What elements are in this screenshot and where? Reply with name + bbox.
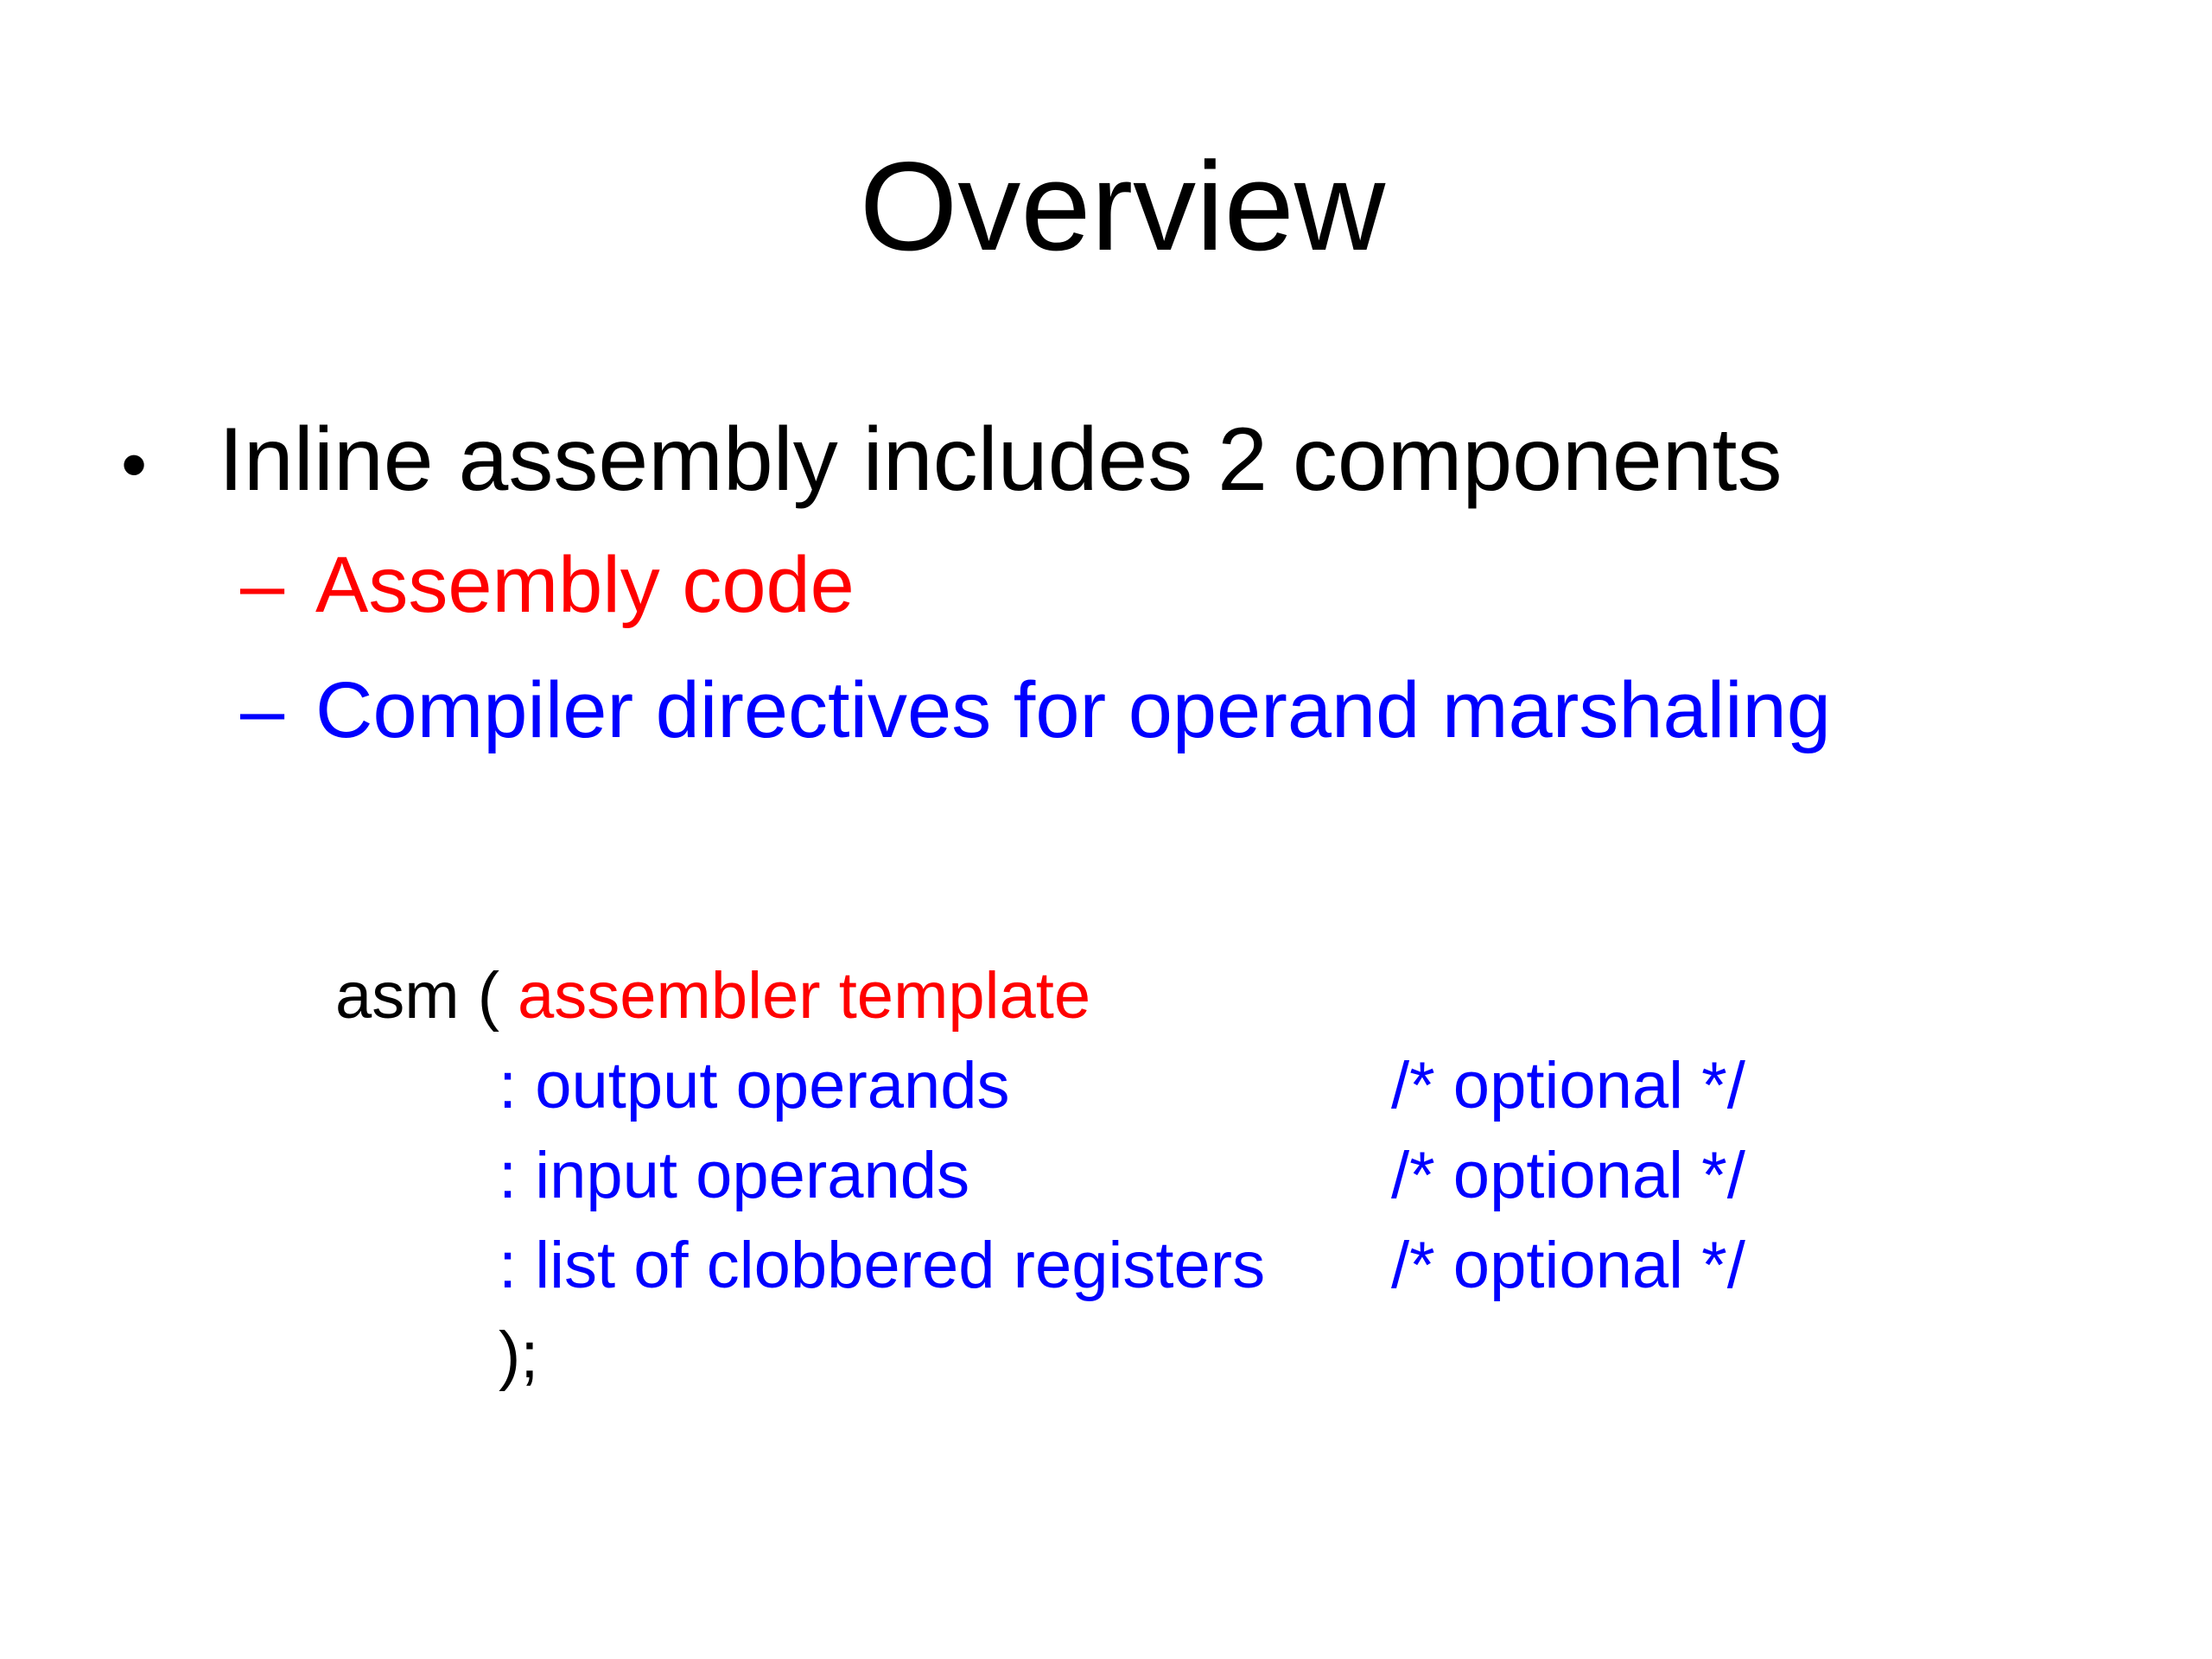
bullet-text: Inline assembly includes 2 components — [219, 410, 1783, 510]
code-line-output-operands: : output operands /* optional */ — [0, 1041, 2212, 1131]
code-line-clobbered-registers: : list of clobbered registers /* optiona… — [0, 1221, 2212, 1311]
param-text: : list of clobbered registers — [499, 1229, 1266, 1302]
bullet-dot-icon: • — [121, 423, 148, 506]
param-text: : output operands — [499, 1049, 1010, 1122]
assembler-template-text: assembler template — [518, 959, 1091, 1033]
slide-title: Overview — [859, 136, 1386, 276]
asm-keyword: asm ( — [335, 959, 499, 1033]
code-line-input-operands: : input operands /* optional */ — [0, 1131, 2212, 1221]
optional-comment: /* optional */ — [1391, 1229, 1745, 1302]
bullet-item: • Inline assembly includes 2 components — [121, 409, 1782, 512]
code-line-closing: ); — [0, 1311, 2212, 1401]
dash-bullet-icon: – — [240, 541, 285, 629]
asm-code-block: asm ( assembler template : output operand… — [0, 951, 2212, 1401]
sub-bullet-compiler-directives: –Compiler directives for operand marshal… — [240, 665, 1831, 756]
sub-bullet-text: Compiler directives for operand marshali… — [315, 666, 1831, 754]
optional-comment: /* optional */ — [1391, 1139, 1745, 1212]
closing-paren-text: ); — [499, 1319, 539, 1392]
optional-comment: /* optional */ — [1391, 1049, 1745, 1122]
sub-bullet-text: Assembly code — [315, 541, 855, 629]
code-line-asm-open: asm ( assembler template — [0, 951, 2212, 1041]
param-text: : input operands — [499, 1139, 970, 1212]
sub-bullet-assembly-code: –Assembly code — [240, 540, 855, 631]
dash-bullet-icon: – — [240, 666, 285, 754]
